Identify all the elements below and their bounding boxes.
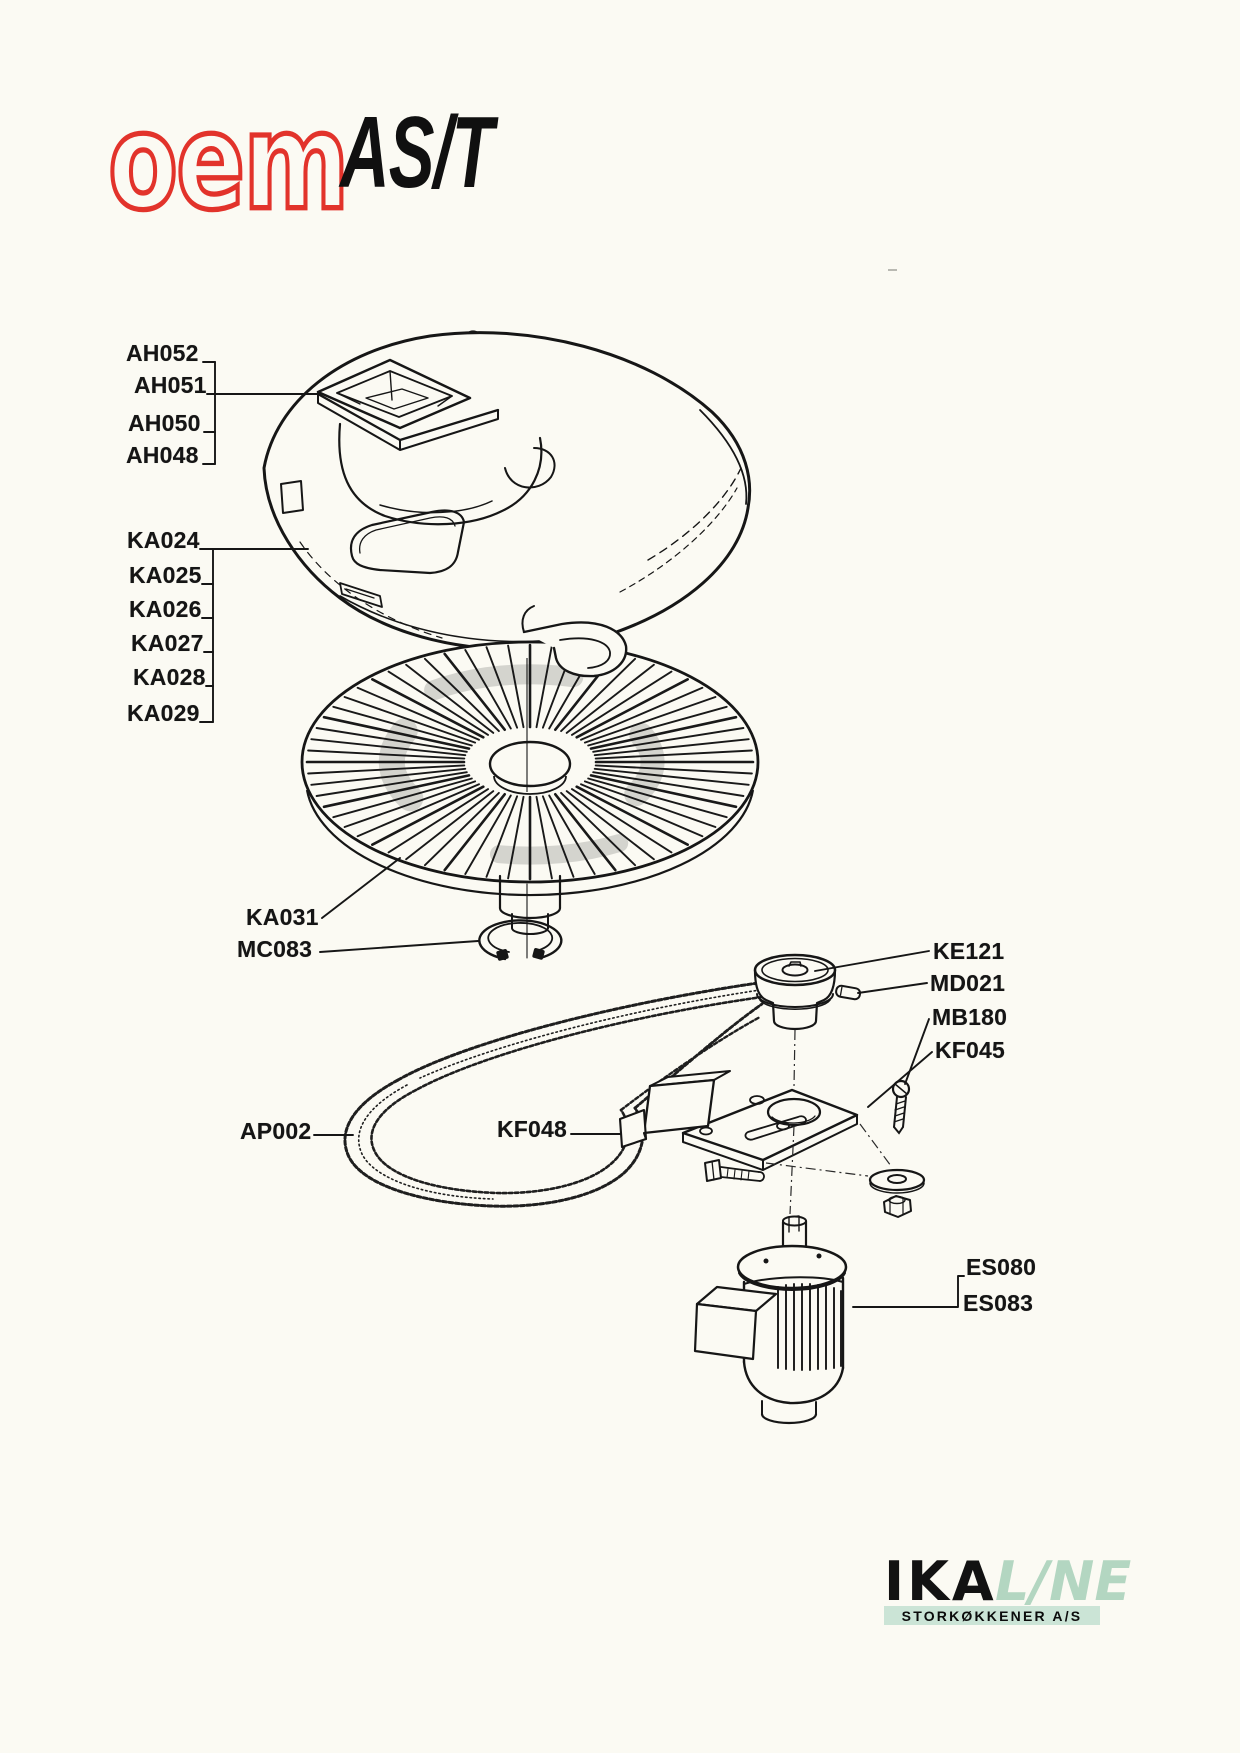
part-label-ap002: AP002 — [240, 1118, 312, 1144]
pulley-drawing — [753, 953, 837, 1031]
part-label-ka031: KA031 — [246, 904, 319, 930]
washer-nut-drawing — [868, 1168, 926, 1218]
part-label-ah052: AH052 — [126, 340, 199, 366]
part-label-ke121: KE121 — [933, 938, 1005, 964]
footer-tagline: STORKØKKENER A/S — [884, 1606, 1100, 1625]
lid-drawing — [262, 331, 752, 651]
line-logo: L/NE — [995, 1550, 1132, 1613]
oem-logo: oem — [106, 84, 352, 240]
disc-spokes — [305, 643, 755, 881]
screw-mb180-drawing — [891, 1079, 911, 1135]
bracket-drawing — [618, 1070, 731, 1149]
part-label-es080: ES080 — [966, 1254, 1037, 1280]
motor-drawing — [693, 1215, 848, 1425]
clamp-ring-drawing — [478, 919, 563, 961]
leader-lines — [199, 361, 965, 1308]
model-title: AS/T — [340, 94, 494, 210]
part-label-es083: ES083 — [963, 1290, 1034, 1316]
part-label-ka029: KA029 — [127, 700, 200, 726]
ika-logo: IKA — [884, 1550, 997, 1613]
pin-drawing — [835, 984, 862, 1001]
part-label-ka028: KA028 — [133, 664, 206, 690]
part-label-ka026: KA026 — [129, 596, 202, 622]
part-label-ah050: AH050 — [128, 410, 201, 436]
part-label-ah048: AH048 — [126, 442, 199, 468]
part-label-mb180: MB180 — [932, 1004, 1008, 1030]
part-label-ka027: KA027 — [131, 630, 204, 656]
part-label-ka024: KA024 — [127, 527, 200, 553]
part-label-kf045: KF045 — [935, 1037, 1006, 1063]
scan-artifact — [888, 269, 897, 271]
part-label-ka025: KA025 — [129, 562, 202, 588]
bolt-nut-drawing — [704, 1159, 765, 1182]
mount-plate-drawing — [681, 1088, 859, 1171]
part-label-md021: MD021 — [930, 970, 1006, 996]
hopper-drawing — [316, 358, 556, 526]
disc-drawing — [300, 640, 760, 897]
center-lines — [765, 1029, 892, 1215]
part-label-ah051: AH051 — [134, 372, 207, 398]
disc-shading — [378, 664, 665, 865]
part-label-mc083: MC083 — [237, 936, 313, 962]
part-label-kf048: KF048 — [497, 1116, 568, 1142]
disc-hub-drawing — [498, 874, 562, 959]
lid-latch-drawing — [521, 605, 628, 678]
